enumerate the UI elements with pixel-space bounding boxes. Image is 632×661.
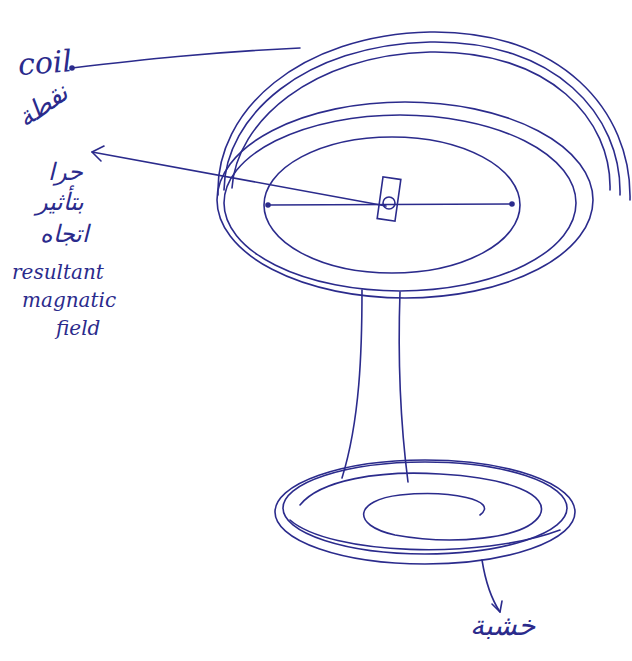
wooden-base [275,460,575,564]
arrow-head [92,146,104,161]
coil-arch [224,42,620,195]
magnet [377,177,401,221]
pivot [383,197,395,209]
handwritten-label: خشبة [470,612,535,640]
arrow-head [492,601,502,612]
leader-line [92,152,386,206]
handwritten-label: magnatic [22,290,116,310]
coil-ring [217,102,593,298]
base-scribble [300,473,542,540]
handwritten-label: نقطة [13,79,73,132]
leader-line [72,48,300,68]
leader-line [482,560,500,612]
coil-ring [224,115,576,291]
handwritten-label: field [56,318,100,338]
stand [342,290,362,478]
wooden-base [283,462,567,554]
handwritten-label: حرا [48,160,83,184]
coil-arch [232,52,610,190]
needle-end [510,202,514,206]
stand [399,292,408,482]
handwritten-label: resultant [12,262,104,282]
compass-dial [264,137,520,273]
handwritten-label: بتأثير [36,190,84,214]
base-scribble [290,520,560,550]
needle-end [266,203,270,207]
compass-needle [268,204,512,205]
handwritten-label: coil [17,46,73,80]
handwritten-label: اتجاه [40,222,89,246]
